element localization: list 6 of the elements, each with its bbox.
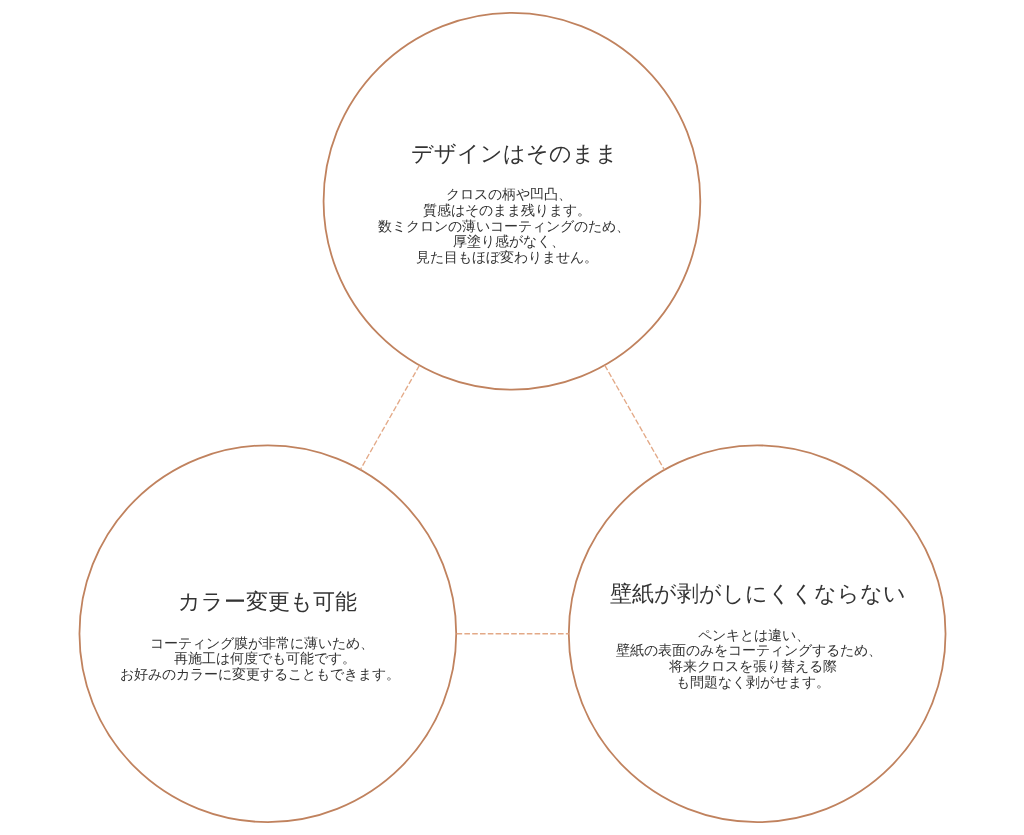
- connector: [603, 364, 665, 471]
- node-circle: 壁紙が剥がしにくくならない ペンキとは違い、壁紙の表面のみをコーティングするため、将来クロスを張り替える際も問題なく剥がせます。: [567, 444, 946, 823]
- node-circle: カラー変更も可能 コーティング膜が非常に薄いため、再施工は何度でも可能です。お好みのカラーに変更することもできます。: [78, 444, 457, 823]
- connector: [455, 633, 569, 635]
- node-circle: デザインはそのまま クロスの柄や凹凸、質感はそのまま残ります。数ミクロンの薄いコーティングのため、厚塗り感がなく、見た目もほぼ変わりません。: [322, 12, 701, 391]
- connector: [359, 364, 420, 471]
